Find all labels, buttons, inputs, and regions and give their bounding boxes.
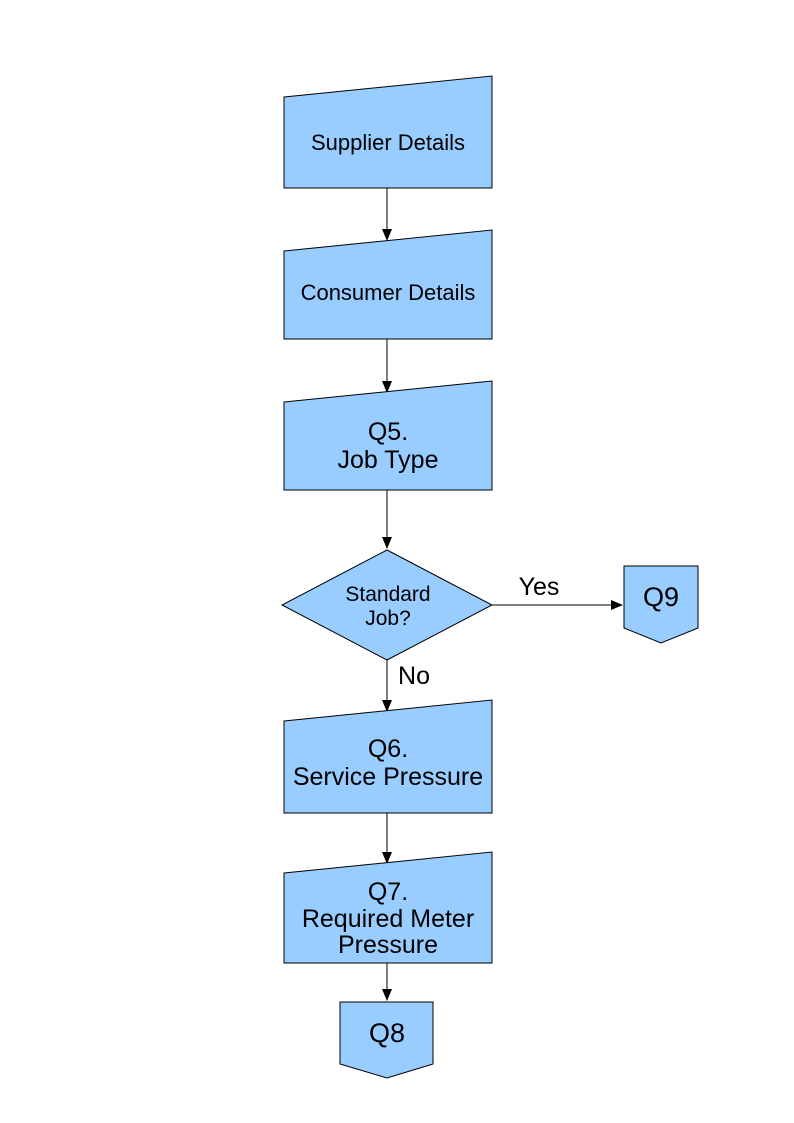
node-label-line1: Standard [345,583,430,606]
node-standard-job-decision: Standard Job? [280,549,494,661]
node-q9-connector: Q9 [623,565,699,644]
node-label-line1: Q5. [368,418,408,446]
node-q7-required-meter-pressure: Q7. Required Meter Pressure [283,851,493,964]
manual-input-shape [283,851,493,964]
node-label-line2: Required Meter [302,905,474,933]
decision-diamond-shape [280,549,494,661]
branch-label-yes: Yes [519,573,560,601]
branch-label-no: No [398,662,430,690]
node-label: Q8 [369,1018,405,1048]
node-q5-job-type: Q5. Job Type [283,380,493,491]
connectors: Yes No [382,188,623,1001]
manual-input-shape [283,75,493,189]
node-q8-connector: Q8 [339,1001,434,1079]
node-label: Supplier Details [311,130,465,155]
manual-input-shape [283,380,493,491]
node-label-line1: Q6. [368,735,408,763]
node-label-line2: Job? [365,607,411,630]
node-label-line2: Service Pressure [293,763,483,791]
node-label: Consumer Details [301,280,476,305]
node-label: Q9 [643,582,679,612]
node-supplier-details: Supplier Details [283,75,493,189]
node-label-line3: Pressure [338,931,438,959]
node-q6-service-pressure: Q6. Service Pressure [283,699,493,814]
node-label-line1: Q7. [368,878,408,906]
off-page-connector-shape [623,565,699,644]
manual-input-shape [283,699,493,814]
node-consumer-details: Consumer Details [283,229,493,340]
off-page-connector-shape [339,1001,434,1079]
manual-input-shape [283,229,493,340]
node-label-line2: Job Type [337,446,438,474]
